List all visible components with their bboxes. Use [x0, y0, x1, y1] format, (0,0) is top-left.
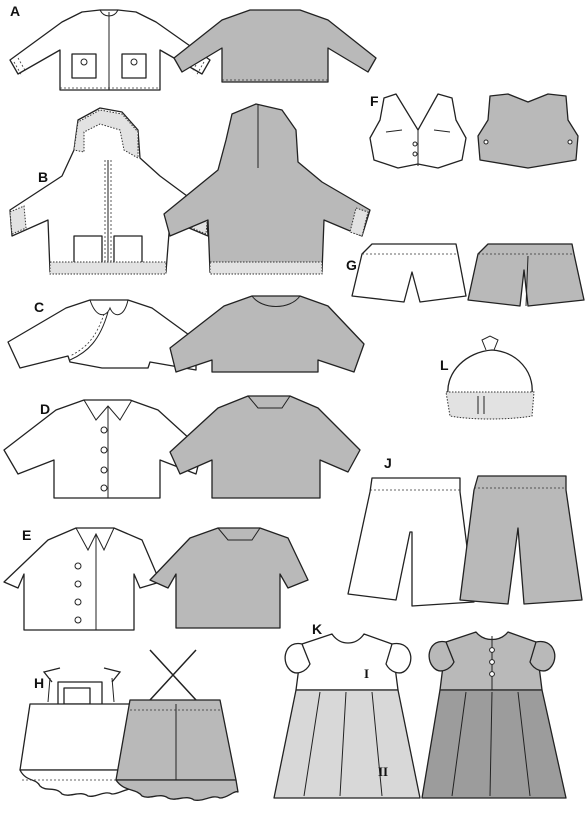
view-k-back-skirt [421, 689, 567, 799]
view-c: C [7, 295, 365, 373]
view-e: E [3, 527, 309, 631]
view-label-k: K [312, 621, 322, 637]
view-k-front-skirt [273, 689, 421, 799]
view-b-back [163, 103, 371, 275]
view-j: J [347, 455, 583, 607]
view-k-back-sleeve-right [529, 640, 556, 672]
view-k-front: I II [273, 633, 421, 799]
view-b-pocket-left [73, 235, 103, 267]
dress-part-skirt-label: II [378, 764, 388, 779]
view-a-back [173, 9, 377, 83]
view-k-back-sleeve-left [428, 640, 455, 672]
view-l: L [440, 335, 535, 420]
view-e-front [3, 527, 161, 631]
view-k: K I II [273, 621, 567, 799]
view-label-d: D [40, 401, 50, 417]
view-k-back [421, 631, 567, 799]
view-label-h: H [34, 675, 44, 691]
view-label-e: E [22, 527, 31, 543]
dress-part-bodice-label: I [364, 666, 369, 681]
view-b-hood-trim [73, 109, 139, 159]
view-b: B [9, 103, 371, 275]
view-g: G [346, 243, 585, 307]
view-label-c: C [34, 299, 44, 315]
view-k-front-sleeve-left [284, 642, 311, 674]
view-h-back [115, 649, 239, 801]
view-l-hat [445, 335, 535, 420]
view-label-g: G [346, 257, 357, 273]
view-d-back [169, 395, 361, 499]
view-a-front [9, 9, 211, 91]
view-a: A [9, 3, 377, 91]
view-d-front [3, 399, 203, 499]
view-l-fur-brim [445, 391, 535, 420]
view-label-l: L [440, 357, 449, 373]
view-f: F [369, 93, 579, 169]
view-j-back [459, 475, 583, 605]
view-c-back [169, 295, 365, 373]
view-f-back [477, 93, 579, 169]
view-a-pocket-left [71, 53, 97, 79]
view-h: H [19, 649, 239, 801]
view-g-back [467, 243, 585, 307]
view-k-front-sleeve-right [385, 642, 412, 674]
view-g-front [351, 243, 467, 303]
view-f-front [369, 93, 467, 169]
view-h-front [19, 667, 141, 797]
view-a-pocket-right [121, 53, 147, 79]
view-label-f: F [370, 93, 379, 109]
view-j-front [347, 477, 475, 607]
view-c-front [7, 299, 197, 371]
view-e-back [149, 527, 309, 629]
view-label-j: J [384, 455, 392, 471]
view-d: D [3, 395, 361, 499]
view-label-b: B [38, 169, 48, 185]
view-label-a: A [10, 3, 20, 19]
view-b-front [9, 107, 209, 275]
